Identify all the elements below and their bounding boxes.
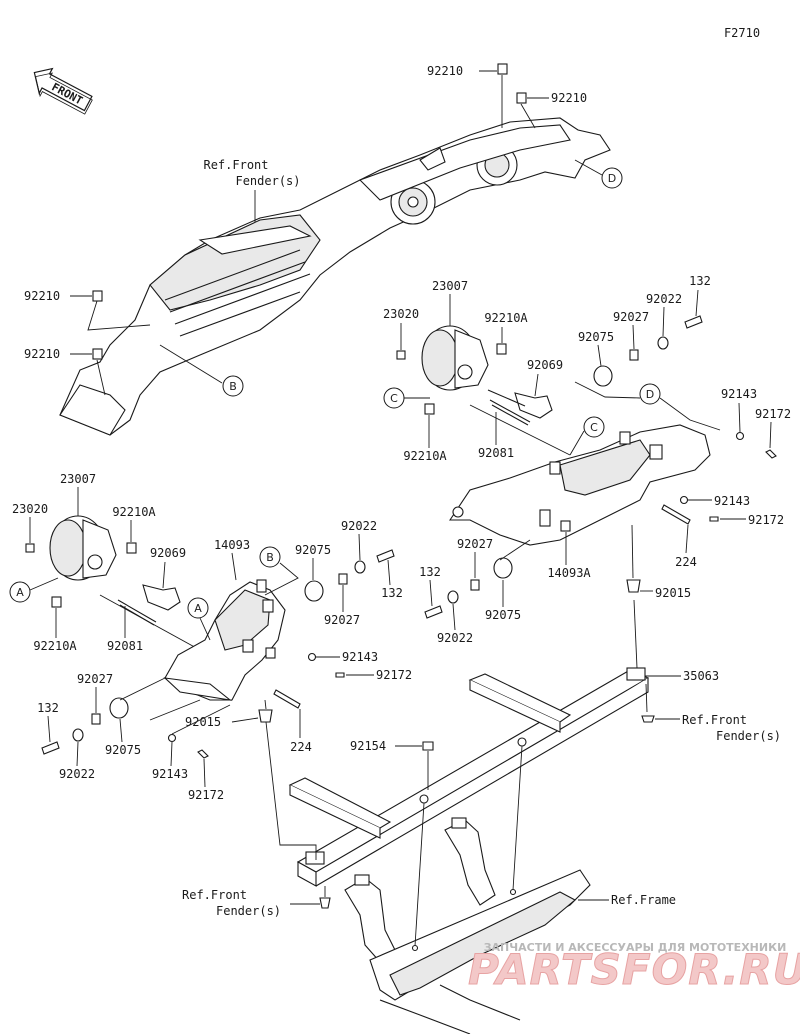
label-r-92210a: 92210A	[484, 311, 528, 325]
callout-b-left-text: B	[266, 551, 274, 564]
label-ref-front-fender-right-1: Ref.Front	[682, 713, 747, 727]
label-r-92075: 92075	[578, 330, 614, 344]
callout-a-bracket-text: A	[194, 602, 202, 615]
watermark-logo: PARTSFOR.RU	[468, 945, 800, 994]
label-l-92027: 92027	[324, 613, 360, 627]
callout-c-right-text: C	[390, 392, 398, 405]
callout-c-bracket	[583, 416, 605, 438]
callout-c-bracket-text: C	[590, 421, 598, 434]
label-92210-d: 92210	[24, 347, 60, 361]
right-headlight-assembly	[396, 325, 553, 426]
ref-front-fender-top-line1: Ref.Front	[203, 158, 268, 172]
main-frame	[344, 817, 591, 1034]
left-bracket-14093	[163, 579, 286, 701]
label-r-132-b: 132	[419, 565, 441, 579]
label-l-14093: 14093	[214, 538, 250, 552]
label-l-92210a: 92210A	[112, 505, 156, 519]
callout-d-bracket	[639, 383, 661, 405]
label-92210-a: 92210	[427, 64, 463, 78]
callout-a-bracket	[187, 597, 209, 619]
label-92154: 92154	[350, 739, 386, 753]
label-r-92172-b: 92172	[748, 513, 784, 527]
label-ref-front-fender-bottom-1: Ref.Front	[182, 888, 247, 902]
callout-a-left-text: A	[16, 586, 24, 599]
callout-d-top	[601, 167, 623, 189]
label-r-92022: 92022	[646, 292, 682, 306]
label-r-92027-b: 92027	[457, 537, 493, 551]
label-r-92015: 92015	[655, 586, 691, 600]
label-l-92210a-low: 92210A	[33, 639, 77, 653]
label-ref-front-fender-bottom-2: Fender(s)	[216, 904, 281, 918]
label-ref-front-fender-right-2: Fender(s)	[716, 729, 781, 743]
label-l-92172: 92172	[376, 668, 412, 682]
label-92210-c: 92210	[24, 289, 60, 303]
label-r-92075-b: 92075	[485, 608, 521, 622]
diagram-id: F2710	[724, 26, 760, 40]
right-upper-hardware	[593, 315, 703, 387]
label-ref-frame: Ref.Frame	[611, 893, 676, 907]
label-92210-b: 92210	[551, 91, 587, 105]
label-r-224: 224	[675, 555, 697, 569]
top-clip-92210-b: 92210	[516, 91, 587, 129]
label-l-92143-b: 92143	[152, 767, 188, 781]
watermark-tagline: ЗАПЧАСТИ И АКСЕССУАРЫ ДЛЯ МОТОТЕХНИКИ	[484, 941, 787, 954]
right-bracket-14093a	[448, 424, 711, 546]
label-r-92210a-low: 92210A	[403, 449, 447, 463]
label-r-132: 132	[689, 274, 711, 288]
label-r-92022-b: 92022	[437, 631, 473, 645]
label-l-92081: 92081	[107, 639, 143, 653]
callout-a-left	[9, 581, 31, 603]
label-l-92022-b: 92022	[59, 767, 95, 781]
label-l-92172-b: 92172	[188, 788, 224, 802]
left-lower-hardware	[41, 697, 209, 759]
callout-d-top-text: D	[608, 172, 616, 185]
label-l-23020: 23020	[12, 502, 48, 516]
label-35063: 35063	[683, 669, 719, 683]
front-direction-badge: FRONT	[33, 67, 93, 115]
label-r-92143: 92143	[721, 387, 757, 401]
label-l-132-b: 132	[37, 701, 59, 715]
label-r-92027: 92027	[613, 310, 649, 324]
label-r-23020: 23020	[383, 307, 419, 321]
label-r-92081: 92081	[478, 446, 514, 460]
callout-b-top-text: B	[229, 380, 237, 393]
front-fender-assembly	[59, 117, 611, 436]
left-clip-92210-d: 92210	[24, 347, 106, 396]
label-r-92143-b: 92143	[714, 494, 750, 508]
left-headlight-assembly	[25, 515, 181, 626]
ref-front-fender-top-line2: Fender(s)	[235, 174, 300, 188]
label-r-92172: 92172	[755, 407, 791, 421]
label-r-92069: 92069	[527, 358, 563, 372]
cross-member-35063	[288, 667, 650, 887]
label-l-132: 132	[381, 586, 403, 600]
callout-b-left	[259, 546, 281, 568]
label-r-23007: 23007	[432, 279, 468, 293]
callout-b-top	[222, 375, 244, 397]
label-l-92075: 92075	[295, 543, 331, 557]
label-l-224: 224	[290, 740, 312, 754]
label-l-92075-b: 92075	[105, 743, 141, 757]
label-l-92022: 92022	[341, 519, 377, 533]
label-l-92143: 92143	[342, 650, 378, 664]
label-l-23007: 23007	[60, 472, 96, 486]
label-l-92015: 92015	[185, 715, 221, 729]
top-clip-92210-a: 92210	[427, 63, 508, 128]
left-upper-hardware	[304, 549, 395, 602]
label-l-92027-b: 92027	[77, 672, 113, 686]
right-lower-hardware	[424, 557, 513, 619]
callout-d-bracket-text: D	[646, 388, 654, 401]
left-clip-92210-c: 92210	[24, 289, 151, 331]
label-l-92069: 92069	[150, 546, 186, 560]
label-r-14093a: 14093A	[547, 566, 591, 580]
